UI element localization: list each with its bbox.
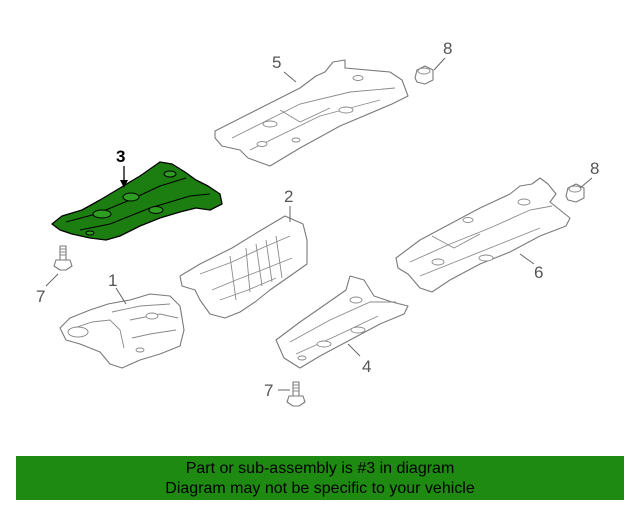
callout-2: 2 [284, 187, 293, 206]
leader-4 [347, 343, 361, 357]
part-8-nut-upper[interactable] [414, 65, 434, 85]
leader-8a [433, 57, 446, 71]
callout-4: 4 [362, 357, 371, 376]
part-5-shield[interactable] [214, 59, 409, 167]
callout-8-upper: 8 [443, 39, 452, 58]
leader-8b [579, 177, 593, 189]
callout-6: 6 [534, 263, 543, 282]
callout-1: 1 [108, 271, 117, 290]
info-banner: Part or sub-assembly is #3 in diagram Di… [16, 456, 624, 500]
part-6-shield[interactable] [395, 177, 571, 293]
leader-3-arrow [120, 180, 128, 188]
part-7-bolt-left[interactable] [53, 245, 73, 271]
part-1-heat-shield[interactable] [59, 293, 185, 369]
leader-7a [45, 273, 59, 287]
part-3-shield-highlighted[interactable] [51, 161, 223, 241]
callout-5: 5 [272, 53, 281, 72]
callout-3: 3 [116, 147, 125, 166]
parts-diagram: 5 8 3 8 2 6 1 7 4 7 [36, 39, 599, 407]
callout-8-right: 8 [590, 159, 599, 178]
banner-line-1: Part or sub-assembly is #3 in diagram [185, 460, 455, 477]
callout-7-bottom: 7 [264, 381, 273, 400]
part-8-nut-right[interactable] [565, 183, 585, 203]
part-4-shield[interactable] [275, 275, 409, 369]
part-7-bolt-bottom[interactable] [286, 381, 306, 407]
callout-7-left: 7 [36, 287, 45, 306]
leader-1 [115, 287, 127, 305]
banner-line-2: Diagram may not be specific to your vehi… [165, 480, 475, 497]
part-2-heat-shield[interactable] [179, 215, 308, 319]
leader-5 [283, 71, 297, 83]
leader-6 [519, 253, 535, 265]
